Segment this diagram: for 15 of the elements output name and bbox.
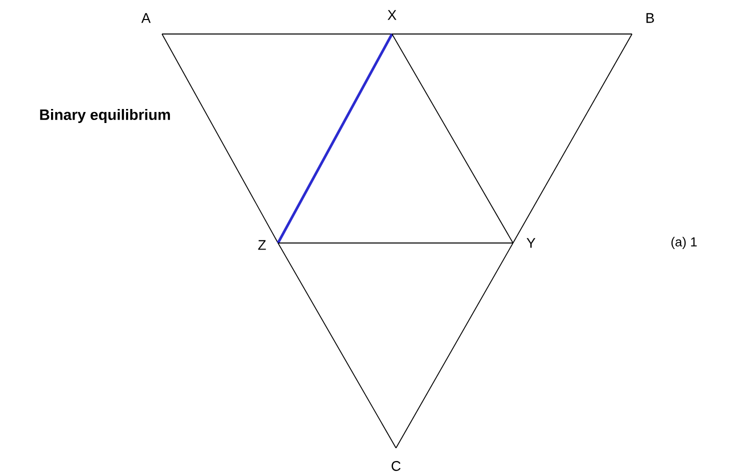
triangle-side	[162, 34, 278, 244]
figure-label: (a) 1	[671, 236, 697, 250]
annotation-text: Binary equilibrium	[40, 109, 170, 123]
triangle-side	[512, 34, 632, 244]
triangle-side	[396, 242, 514, 448]
vertex-label: Y	[526, 238, 536, 248]
triangle-side	[392, 34, 514, 244]
vertex-label: B	[646, 13, 654, 23]
vertex-label: C	[392, 461, 401, 471]
vertex-label: A	[141, 13, 151, 23]
vertex-label: Z	[258, 240, 266, 250]
triangle-side	[276, 33, 394, 244]
triangle-side	[278, 242, 514, 244]
triangle-side	[278, 242, 396, 448]
vertex-label: X	[388, 10, 396, 20]
